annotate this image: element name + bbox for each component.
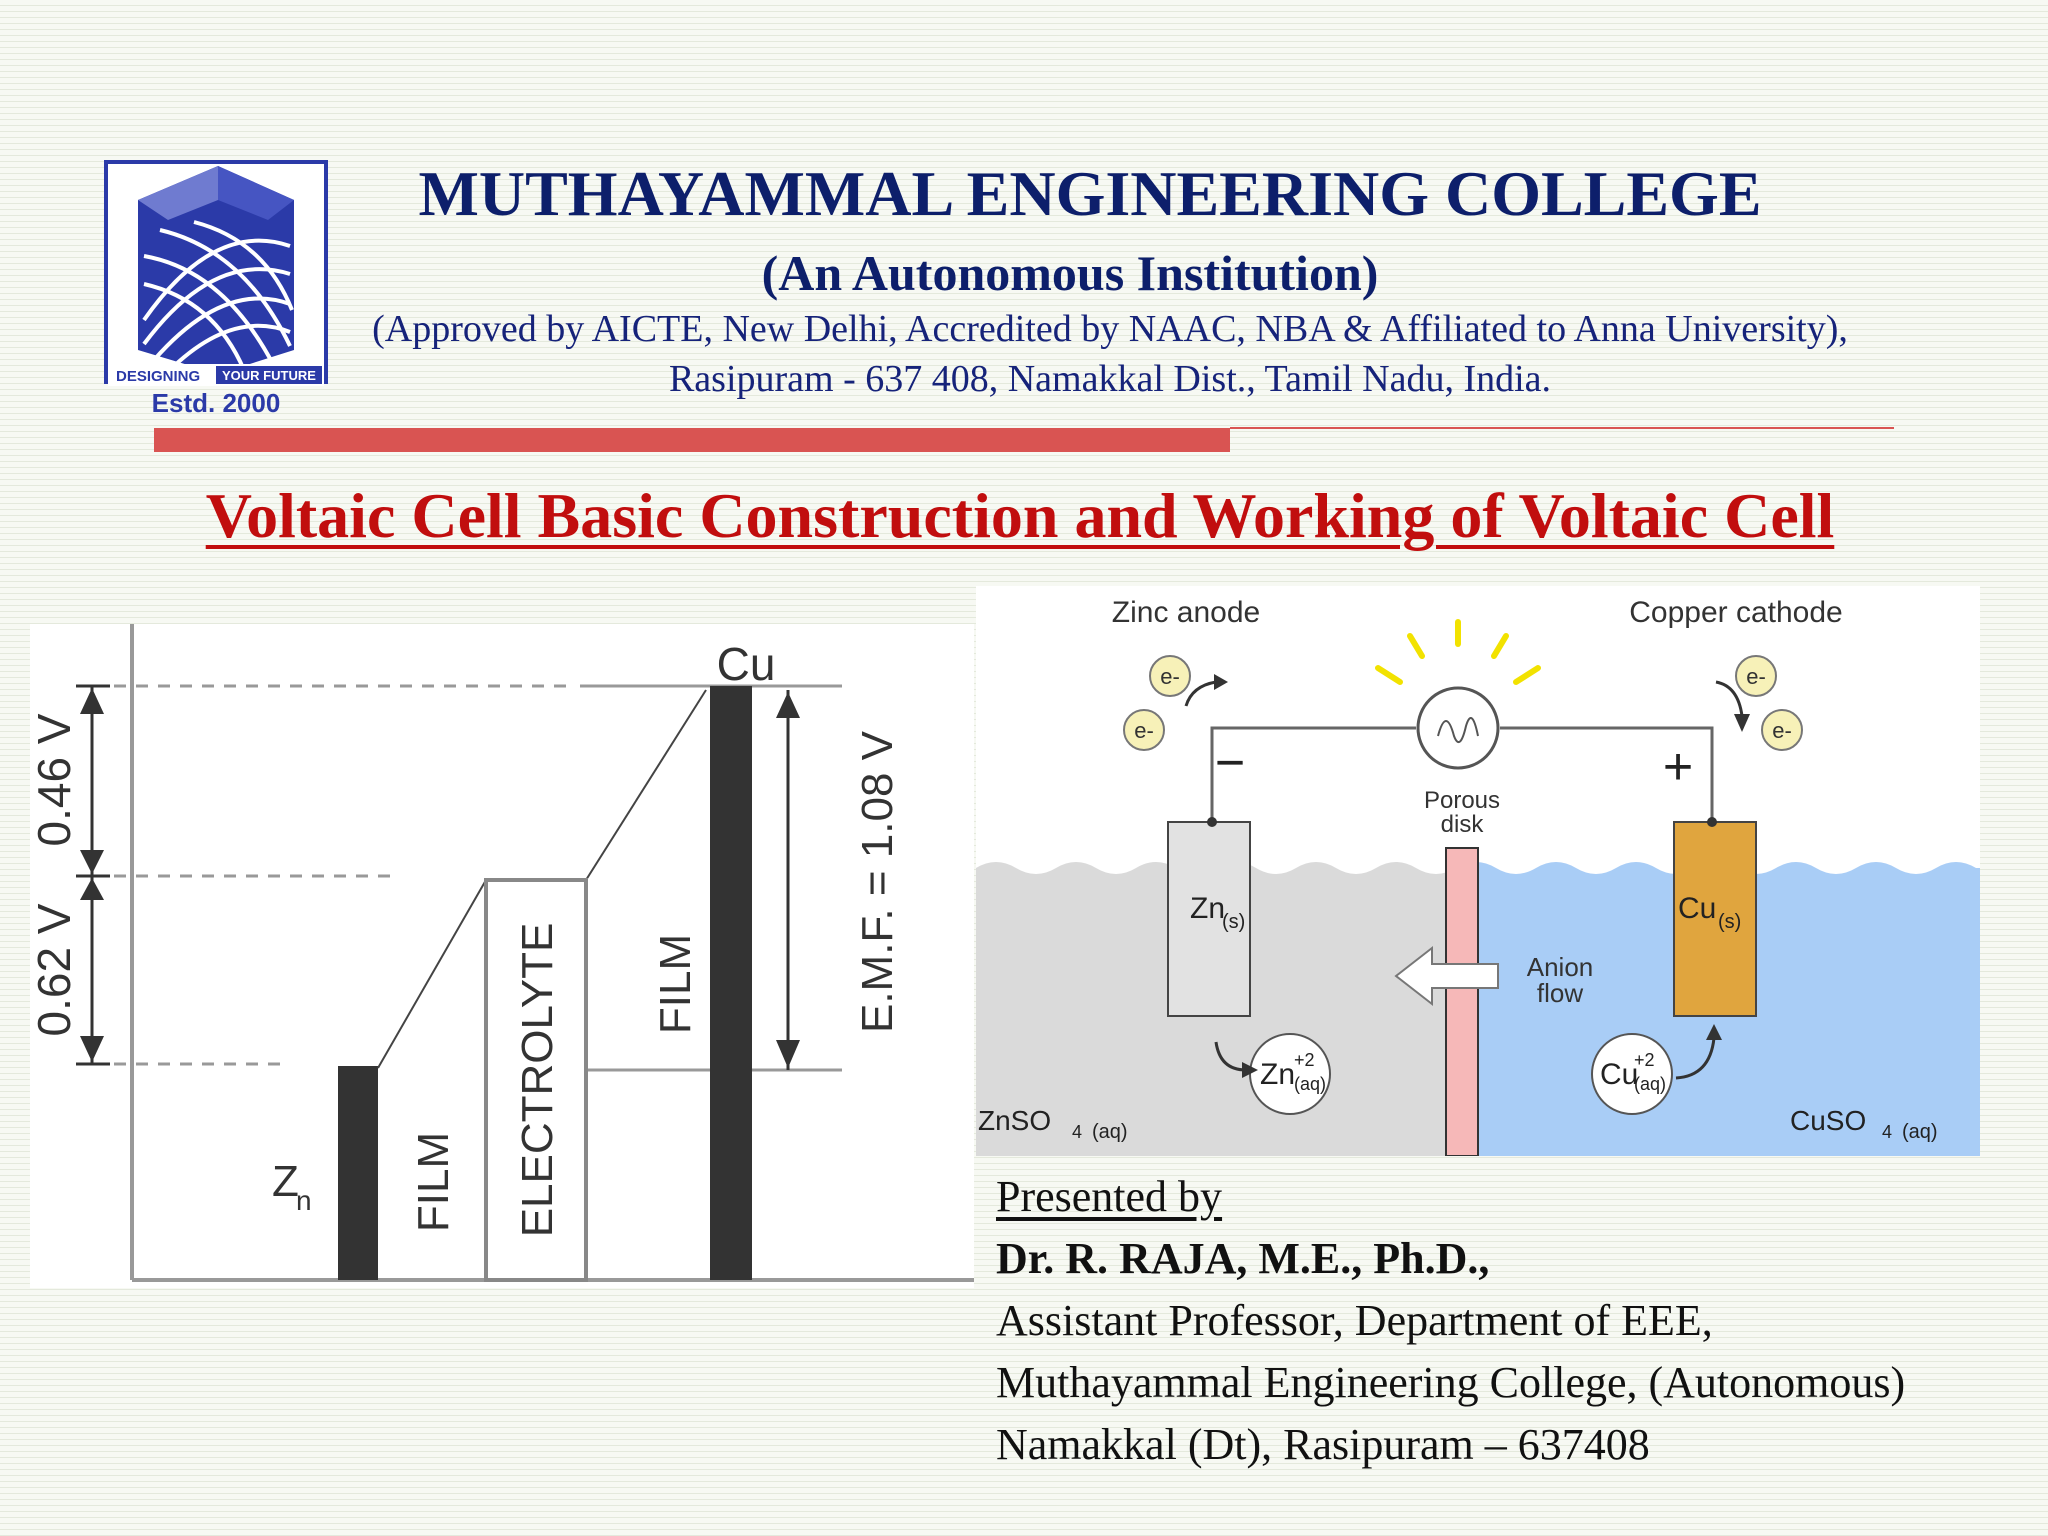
label-emf: E.M.F. = 1.08 V <box>853 730 902 1033</box>
college-address: Rasipuram - 637 408, Namakkal Dist., Tam… <box>668 358 1552 400</box>
college-subtitle: (An Autonomous Institution) <box>761 245 1379 301</box>
label-cu-ion-state: (aq) <box>1634 1074 1666 1094</box>
label-zn-ion-state: (aq) <box>1294 1074 1326 1094</box>
minus-sign: − <box>1215 734 1245 792</box>
label-znso4-sub: 4 <box>1072 1122 1082 1142</box>
presenter-name: Dr. R. RAJA, M.E., Ph.D., <box>996 1234 1490 1283</box>
svg-text:e-: e- <box>1746 664 1766 689</box>
label-porous: Porous <box>1424 787 1500 814</box>
svg-text:e-: e- <box>1160 664 1180 689</box>
label-zn: Z <box>272 1157 299 1206</box>
label-zn-ion-charge: +2 <box>1294 1050 1315 1070</box>
voltaic-cell-diagram: Porous disk Zn (s) Cu (s) − + <box>976 586 1980 1157</box>
label-cuso4-state: (aq) <box>1902 1121 1938 1143</box>
logo-tagline-left: DESIGNING <box>116 368 200 385</box>
label-electrolyte: ELECTROLYTE <box>513 923 562 1238</box>
electron-icon: e- <box>1123 709 1165 751</box>
potential-diagram: 0.46 V 0.62 V Cu Z n FILM ELECTROLYTE FI… <box>28 624 974 1288</box>
light-bulb-icon <box>1375 619 1541 770</box>
header-divider-thick <box>154 428 1230 452</box>
college-logo: DESIGNING YOUR FUTURE Estd. 2000 <box>104 160 328 420</box>
electron-icon: e- <box>1149 655 1191 697</box>
logo-tagline-right: YOUR FUTURE <box>222 368 316 383</box>
label-cuso4: CuSO <box>1790 1105 1866 1136</box>
label-zn-state: (s) <box>1222 911 1245 933</box>
college-name: MUTHAYAMMAL ENGINEERING COLLEGE <box>418 158 1762 229</box>
logo-established: Estd. 2000 <box>152 388 281 418</box>
presented-by: Presented by <box>996 1172 1223 1221</box>
presenter-location: Namakkal (Dt), Rasipuram – 637408 <box>996 1420 1650 1469</box>
presenter-designation: Assistant Professor, Department of EEE, <box>996 1296 1713 1345</box>
svg-text:e-: e- <box>1134 718 1154 743</box>
label-cu-ion: Cu <box>1600 1058 1638 1091</box>
label-film-right: FILM <box>651 934 700 1034</box>
presenter-info: Presented by Dr. R. RAJA, M.E., Ph.D., A… <box>996 1166 2036 1476</box>
label-zn-ion: Zn <box>1260 1058 1295 1091</box>
label-film-left: FILM <box>409 1132 458 1232</box>
presenter-institution: Muthayammal Engineering College, (Autono… <box>996 1358 1906 1407</box>
label-zn-sub: n <box>296 1185 312 1216</box>
label-cuso4-sub: 4 <box>1882 1122 1892 1142</box>
label-062v: 0.62 V <box>30 903 80 1036</box>
plus-sign: + <box>1663 738 1693 796</box>
label-cu-electrode: Cu <box>1678 892 1716 925</box>
anion-arrow-icon <box>1394 945 1499 1007</box>
label-cu: Cu <box>717 638 776 690</box>
slide-title: Voltaic Cell Basic Construction and Work… <box>205 480 1835 551</box>
label-znso4: ZnSO <box>978 1105 1051 1136</box>
svg-text:e-: e- <box>1772 718 1792 743</box>
label-flow: flow <box>1537 978 1583 1008</box>
label-anion: Anion <box>1527 952 1594 982</box>
label-znso4-state: (aq) <box>1092 1121 1128 1143</box>
label-cu-ion-charge: +2 <box>1634 1050 1655 1070</box>
label-cu-state: (s) <box>1718 911 1741 933</box>
label-zinc-anode: Zinc anode <box>1112 596 1260 629</box>
electron-icon: e- <box>1761 709 1803 751</box>
college-approval: (Approved by AICTE, New Delhi, Accredite… <box>372 308 1848 350</box>
label-copper-cathode: Copper cathode <box>1629 596 1843 629</box>
label-046v: 0.46 V <box>30 713 80 846</box>
label-zn-electrode: Zn <box>1190 892 1225 925</box>
label-disk: disk <box>1441 811 1485 838</box>
electron-icon: e- <box>1735 655 1777 697</box>
header-divider-thin <box>1230 427 1894 429</box>
